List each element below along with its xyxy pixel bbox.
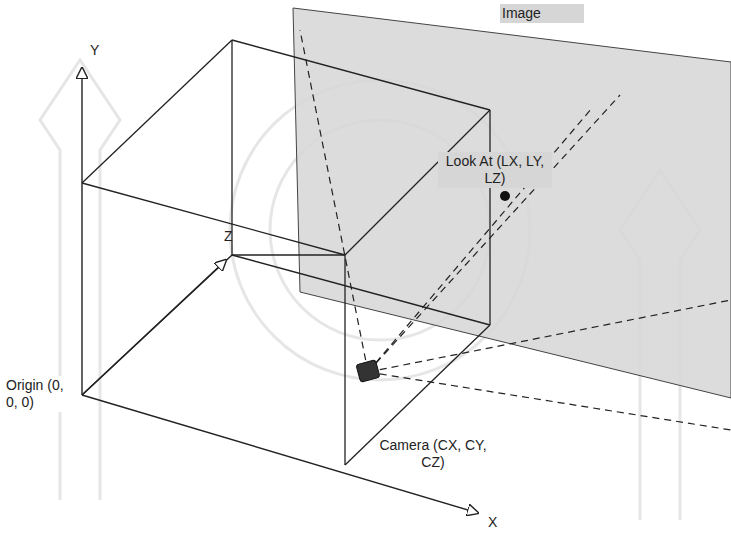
axis-label: Z bbox=[224, 228, 254, 245]
axis-label: X bbox=[488, 514, 518, 531]
view-frustum bbox=[300, 30, 731, 430]
look-at-point bbox=[500, 191, 510, 201]
look-at-label: Look At (LX, LY, LZ) bbox=[438, 152, 552, 188]
origin-label: Origin (0, 0, 0) bbox=[4, 376, 74, 412]
image-plane bbox=[293, 8, 731, 398]
camera-label: Camera (CX, CY, CZ) bbox=[376, 436, 490, 472]
axis-label: Y bbox=[90, 42, 120, 59]
box-wireframe bbox=[82, 40, 490, 465]
camera-symbol bbox=[356, 360, 380, 383]
plane-label: Image bbox=[500, 4, 584, 23]
